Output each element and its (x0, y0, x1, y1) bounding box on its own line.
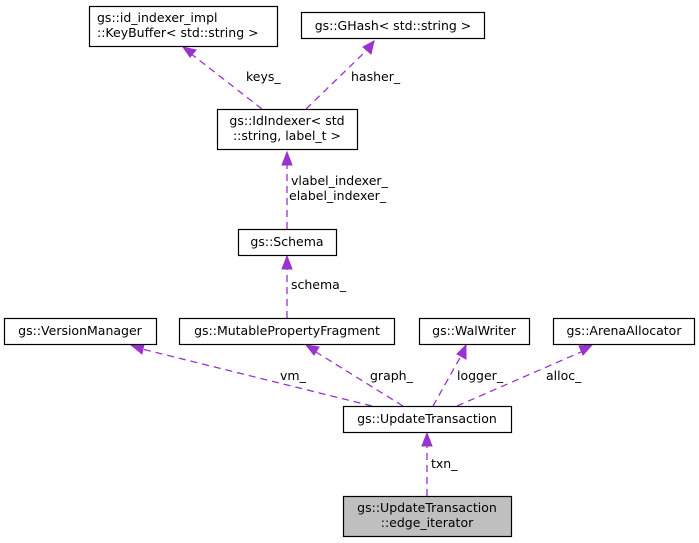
node-schema[interactable]: gs::Schema (237, 228, 338, 257)
edge-label-vm: vm_ (280, 368, 307, 383)
node-keybuffer-line2: ::KeyBuffer< std::string > (97, 25, 259, 40)
arrowhead-schema (281, 254, 293, 270)
node-mutablepropertyfragment[interactable]: gs::MutablePropertyFragment (178, 317, 396, 346)
arrowhead-logger (456, 343, 467, 360)
node-arenaallocator-label: gs::ArenaAllocator (567, 323, 683, 338)
node-schema-label: gs::Schema (250, 234, 323, 249)
edge-label-indexers: vlabel_indexer_ elabel_indexer_ (281, 150, 389, 229)
edge-graph: graph_ (304, 344, 414, 407)
edge-label-alloc: alloc_ (546, 368, 582, 383)
edge-alloc: alloc_ (456, 344, 594, 407)
node-walwriter[interactable]: gs::WalWriter (418, 317, 531, 346)
node-arenaallocator[interactable]: gs::ArenaAllocator (552, 317, 696, 346)
node-walwriter-label: gs::WalWriter (432, 323, 517, 338)
node-updatetransaction[interactable]: gs::UpdateTransaction (342, 405, 513, 434)
arrowhead-label-indexers (281, 150, 293, 166)
node-idindexer-line2: ::string, label_t > (233, 128, 341, 143)
edge-vm: vm_ (129, 343, 373, 407)
edge-label-vlabel-indexer: vlabel_indexer_ (291, 173, 389, 188)
edge-logger: logger_ (432, 343, 504, 407)
node-ghash-label: gs::GHash< std::string > (315, 18, 472, 33)
edge-label-txn: txn_ (431, 456, 458, 471)
edge-keys: keys_ (181, 46, 281, 110)
arrowhead-alloc (578, 344, 594, 356)
arrowhead-hasher (362, 40, 375, 55)
node-keybuffer[interactable]: gs::id_indexer_impl ::KeyBuffer< std::st… (88, 5, 279, 48)
node-idindexer[interactable]: gs::IdIndexer< std ::string, label_t > (216, 108, 359, 151)
node-idindexer-line1: gs::IdIndexer< std (229, 113, 344, 128)
node-updatetransaction-label: gs::UpdateTransaction (357, 411, 497, 426)
node-edge-iterator-line2: ::edge_iterator (381, 515, 474, 530)
edge-label-logger: logger_ (457, 368, 504, 383)
edge-label-elabel-indexer: elabel_indexer_ (289, 188, 387, 203)
node-versionmanager[interactable]: gs::VersionManager (3, 317, 158, 346)
node-keybuffer-line1: gs::id_indexer_impl (97, 10, 217, 25)
arrowhead-vm (129, 343, 145, 355)
node-ghash[interactable]: gs::GHash< std::string > (300, 11, 486, 40)
edge-schema: schema_ (281, 254, 347, 318)
node-mutablepropertyfragment-label: gs::MutablePropertyFragment (194, 323, 380, 338)
edge-label-schema: schema_ (291, 277, 347, 292)
edge-hasher: hasher_ (305, 40, 401, 110)
edge-label-graph: graph_ (370, 368, 414, 383)
arrowhead-txn (421, 431, 433, 447)
node-edge-iterator-line1: gs::UpdateTransaction (357, 500, 497, 515)
node-versionmanager-label: gs::VersionManager (18, 323, 142, 338)
arrowhead-graph (304, 344, 320, 356)
edge-txn: txn_ (421, 431, 458, 496)
edge-label-hasher: hasher_ (351, 69, 401, 84)
arrowhead-keys (181, 46, 197, 58)
edge-label-keys: keys_ (246, 69, 281, 84)
node-edge-iterator: gs::UpdateTransaction ::edge_iterator (342, 495, 513, 538)
